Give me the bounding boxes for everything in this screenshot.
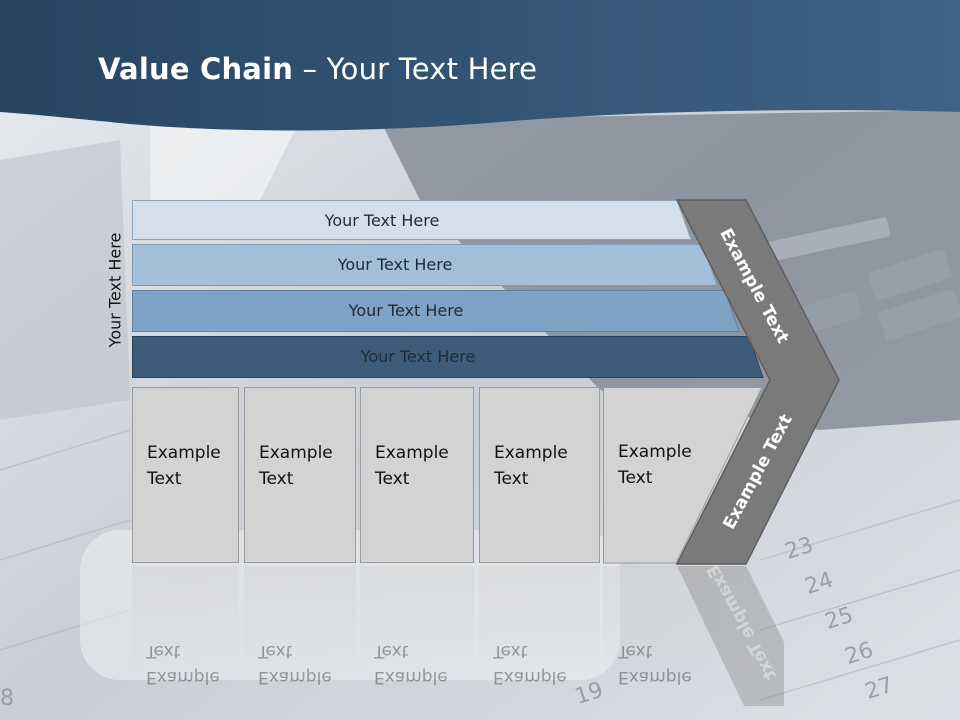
bar-4-label: Your Text Here: [360, 346, 476, 366]
page-title: Value Chain – Your Text Here: [98, 52, 537, 86]
bar-4: Your Text Here: [132, 336, 764, 378]
box-1-reflection: Example Text: [132, 566, 239, 706]
box-4-line2: Text: [494, 469, 529, 489]
refl-4-line1: Example: [493, 667, 567, 687]
bar-4-shape: [132, 336, 764, 378]
title-bold: Value Chain: [98, 52, 294, 86]
box-4-reflection: Example Text: [479, 566, 600, 706]
chevron-reflection: [677, 566, 784, 706]
activity-box-4: Example Text: [479, 387, 600, 563]
chevron-shape: [675, 199, 840, 565]
bar-2: Your Text Here: [132, 244, 718, 286]
refl-1-line1: Example: [146, 667, 220, 687]
box-2-line2: Text: [259, 469, 294, 489]
refl-2-line2: Text: [258, 641, 293, 661]
bar-2-shape: [132, 244, 718, 286]
box-2-reflection: Example Text: [244, 566, 356, 706]
refl-3-line1: Example: [374, 667, 448, 687]
box-4-line1: Example: [494, 443, 568, 463]
box-5-line1: Example: [618, 442, 692, 462]
refl-3-line2: Text: [374, 641, 409, 661]
refl-4-line2: Text: [493, 641, 528, 661]
box-3-line1: Example: [375, 443, 449, 463]
activity-box-5-shape: [603, 387, 763, 564]
title-rest: – Your Text Here: [293, 52, 538, 86]
activity-box-3: Example Text: [360, 387, 474, 563]
bar-3: Your Text Here: [132, 290, 740, 332]
box-3-line2: Text: [375, 469, 410, 489]
bar-3-shape: [132, 290, 740, 332]
box-5-line2: Text: [618, 468, 653, 488]
box-1-line1: Example: [147, 443, 221, 463]
side-label: Your Text Here: [105, 232, 125, 348]
bar-1: Your Text Here: [132, 200, 692, 240]
bar-2-label: Your Text Here: [337, 254, 453, 274]
box-2-line1: Example: [259, 443, 333, 463]
bar-1-label: Your Text Here: [324, 210, 440, 230]
activity-box-5: Example Text: [603, 387, 713, 563]
refl-2-line1: Example: [258, 667, 332, 687]
svg-text:8: 8: [0, 686, 14, 711]
box-1-line2: Text: [147, 469, 182, 489]
bar-1-shape: [132, 200, 692, 240]
box-3-reflection: Example Text: [360, 566, 474, 706]
refl-1-line2: Text: [146, 641, 181, 661]
bar-3-label: Your Text Here: [348, 300, 464, 320]
activity-box-2: Example Text: [244, 387, 356, 563]
activity-box-1: Example Text: [132, 387, 239, 563]
